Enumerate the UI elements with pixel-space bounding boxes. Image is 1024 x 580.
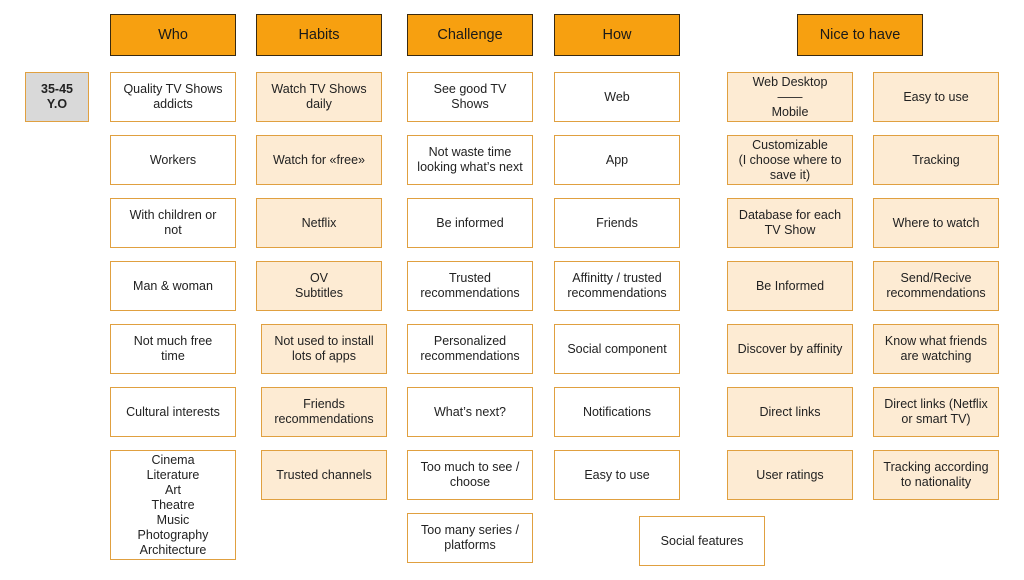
who-card: Not much free time bbox=[110, 324, 236, 374]
challenge-card: Personalized recommendations bbox=[407, 324, 533, 374]
who-card: Workers bbox=[110, 135, 236, 185]
habits-card: Friends recommendations bbox=[261, 387, 387, 437]
how-card: App bbox=[554, 135, 680, 185]
header-challenge: Challenge bbox=[407, 14, 533, 56]
challenge-card: Not waste time looking what’s next bbox=[407, 135, 533, 185]
who-card: Cultural interests bbox=[110, 387, 236, 437]
nice-to-have-card: Be Informed bbox=[727, 261, 853, 311]
nice-to-have-card: Tracking according to nationality bbox=[873, 450, 999, 500]
how-card: Web bbox=[554, 72, 680, 122]
nice-to-have-card: Where to watch bbox=[873, 198, 999, 248]
header-nice-to-have: Nice to have bbox=[797, 14, 923, 56]
nice-to-have-card: Direct links bbox=[727, 387, 853, 437]
habits-card: Watch TV Shows daily bbox=[256, 72, 382, 122]
habits-card: Netflix bbox=[256, 198, 382, 248]
challenge-card: Too much to see / choose bbox=[407, 450, 533, 500]
how-card: Social component bbox=[554, 324, 680, 374]
how-card: Notifications bbox=[554, 387, 680, 437]
nice-to-have-card: Know what friends are watching bbox=[873, 324, 999, 374]
nice-to-have-card: Discover by affinity bbox=[727, 324, 853, 374]
how-card: Affinitty / trusted recommendations bbox=[554, 261, 680, 311]
challenge-card: Trusted recommendations bbox=[407, 261, 533, 311]
who-card: Man & woman bbox=[110, 261, 236, 311]
nice-to-have-card: Send/Recive recommendations bbox=[873, 261, 999, 311]
nice-to-have-card: Customizable (I choose where to save it) bbox=[727, 135, 853, 185]
nice-to-have-card: Tracking bbox=[873, 135, 999, 185]
challenge-card: See good TV Shows bbox=[407, 72, 533, 122]
habits-card: Not used to install lots of apps bbox=[261, 324, 387, 374]
header-habits: Habits bbox=[256, 14, 382, 56]
challenge-card: What’s next? bbox=[407, 387, 533, 437]
habits-card: Watch for «free» bbox=[256, 135, 382, 185]
nice-to-have-card: Database for each TV Show bbox=[727, 198, 853, 248]
header-who: Who bbox=[110, 14, 236, 56]
header-how: How bbox=[554, 14, 680, 56]
nice-to-have-card: Direct links (Netflix or smart TV) bbox=[873, 387, 999, 437]
how-card: Easy to use bbox=[554, 450, 680, 500]
habits-card: OV Subtitles bbox=[256, 261, 382, 311]
social-features-card: Social features bbox=[639, 516, 765, 566]
challenge-card: Be informed bbox=[407, 198, 533, 248]
nice-to-have-card: Easy to use bbox=[873, 72, 999, 122]
who-card: Quality TV Shows addicts bbox=[110, 72, 236, 122]
nice-to-have-card: User ratings bbox=[727, 450, 853, 500]
who-card: With children or not bbox=[110, 198, 236, 248]
habits-card: Trusted channels bbox=[261, 450, 387, 500]
who-card-cultural-list: Cinema Literature Art Theatre Music Phot… bbox=[110, 450, 236, 560]
how-card: Friends bbox=[554, 198, 680, 248]
nice-to-have-card: Web Desktop —— Mobile bbox=[727, 72, 853, 122]
challenge-card: Too many series / platforms bbox=[407, 513, 533, 563]
age-range-label: 35-45 Y.O bbox=[25, 72, 89, 122]
